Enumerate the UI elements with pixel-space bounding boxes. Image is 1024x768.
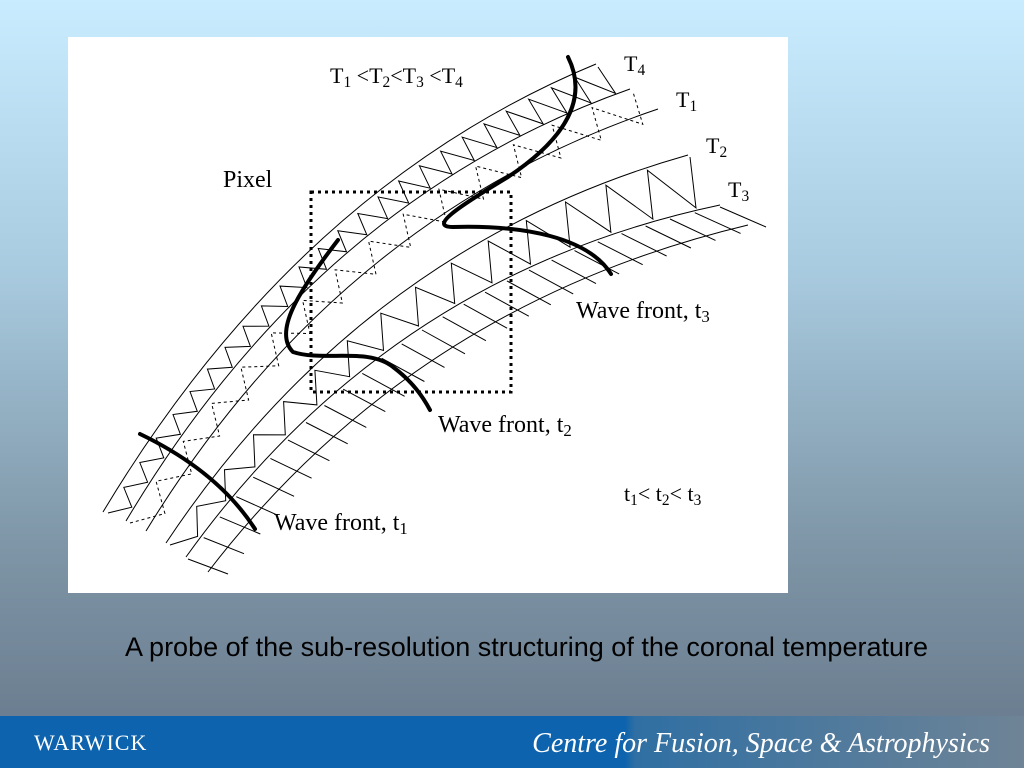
temp-order-part: T [330, 63, 344, 88]
hatch-line [442, 316, 487, 342]
pixel-label: Pixel [223, 167, 273, 193]
time-order-sub: 2 [661, 491, 670, 509]
hatch-line [421, 329, 466, 355]
hatch-line [506, 280, 552, 306]
hatch-line [270, 457, 312, 479]
temp-label-sub: 1 [689, 97, 698, 115]
temp-order-sub: 4 [455, 73, 463, 91]
temp-label-main: T [624, 51, 638, 76]
temp-label-main: T [676, 87, 690, 112]
pixel-box [309, 190, 513, 394]
wave-front-label-sub: 3 [701, 307, 710, 327]
hatch-line [574, 250, 620, 275]
temperature-label-t1: T1 [676, 87, 698, 115]
diagram-figure: T1 <T2<T3 <T4 Pixel T4 T1 T2 T3 Wave fro… [68, 37, 788, 593]
temperature-order-label: T1 <T2<T3 <T4 [330, 63, 463, 91]
temp-order-sub: 2 [382, 73, 391, 91]
hatch-line [484, 291, 530, 317]
diagram-drawing [102, 55, 767, 575]
hatch-line [252, 476, 295, 497]
wave-front-t3-curve [442, 55, 613, 276]
wave-front-label-sub: 1 [399, 519, 408, 539]
hatch-line [597, 241, 643, 266]
hatch-line [219, 516, 261, 535]
temp-label-sub: 2 [719, 143, 728, 161]
time-order-part: < t [637, 481, 662, 506]
hatch-line [551, 259, 597, 285]
temp-order-sub: 1 [343, 73, 352, 91]
time-order-part: < t [669, 481, 694, 506]
hatch-line [324, 405, 367, 428]
hatch-line [287, 439, 330, 462]
wave-front-t2-curve [283, 238, 432, 412]
time-order-sub: 1 [630, 491, 638, 509]
temperature-label-t3: T3 [728, 177, 750, 205]
temp-order-part: <T [423, 63, 456, 88]
footer-bar: WARWICK Centre for Fusion, Space & Astro… [0, 716, 1024, 768]
hatch-line [401, 343, 445, 368]
wave-front-t2-label: Wave front, t2 [438, 413, 572, 440]
centre-name: Centre for Fusion, Space & Astrophysics [532, 728, 990, 759]
temp-label-sub: 4 [637, 61, 646, 79]
hatch-line [528, 269, 574, 295]
wave-front-label-main: Wave front, t [576, 298, 702, 324]
wave-front-t1-curve [138, 432, 257, 531]
hatch-line [719, 206, 767, 228]
time-order-sub: 3 [693, 491, 702, 509]
loop-strand-t1-inner [145, 108, 659, 532]
temperature-label-t4: T4 [624, 51, 646, 79]
temp-label-sub: 3 [741, 187, 750, 205]
slide-caption: A probe of the sub-resolution structurin… [125, 632, 928, 662]
hatch-line [694, 212, 741, 234]
hatch-line [621, 233, 667, 257]
zigzag-band-t1 [129, 91, 644, 524]
temp-label-main: T [706, 133, 720, 158]
time-order-part: t [624, 481, 631, 506]
loop-strand-outer [102, 63, 597, 513]
wave-front-label-main: Wave front, t [438, 412, 564, 438]
wave-front-t3-label: Wave front, t3 [576, 299, 710, 326]
temp-order-sub: 3 [416, 73, 424, 91]
hatch-line [305, 422, 348, 445]
zigzag-band-t2 [169, 156, 697, 546]
hatched-band-t3 [187, 206, 767, 575]
wave-front-t1-label: Wave front, t1 [274, 511, 408, 538]
loop-strand-t3-inner [185, 204, 721, 558]
hatch-line [669, 218, 716, 241]
loop-strand-t2-inner [165, 154, 689, 544]
hatch-line [645, 225, 692, 249]
temp-label-main: T [728, 177, 742, 202]
hatch-line [463, 303, 508, 329]
temp-order-part: <T [351, 63, 383, 88]
hatch-line [203, 537, 245, 555]
warwick-logo: WARWICK [34, 730, 148, 755]
wave-front-label-sub: 2 [563, 421, 572, 441]
zigzag-band-t4 [107, 66, 617, 514]
temp-order-part: <T [390, 63, 417, 88]
loop-strand-t4-inner [125, 88, 631, 522]
temperature-label-t2: T2 [706, 133, 728, 161]
hatch-line [187, 558, 229, 575]
hatch-line [236, 496, 278, 516]
time-order-label: t1< t2< t3 [624, 481, 702, 509]
wave-front-label-main: Wave front, t [274, 510, 400, 536]
